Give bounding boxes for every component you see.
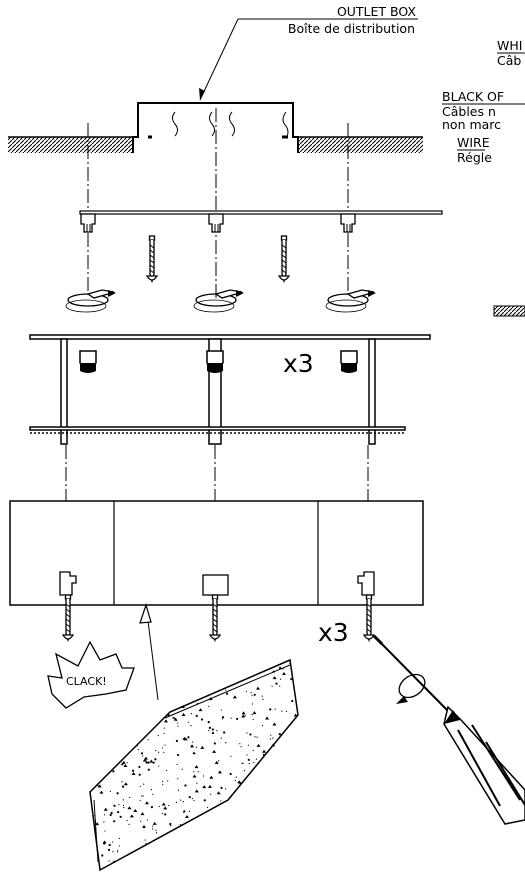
mounting-bar — [79, 210, 443, 233]
canopy-top-plate — [29, 334, 431, 340]
canopy-bottom-plate — [29, 426, 406, 434]
black-wire-label: BLACK OF Câbles n non marc — [442, 89, 525, 132]
cap-nuts — [79, 350, 358, 374]
white-wire-label-en: WHI — [497, 38, 522, 53]
rotate-arrow-icon — [65, 289, 116, 313]
lens-panel — [89, 658, 299, 872]
clip-right — [357, 571, 375, 641]
rotate-arrow-icon — [396, 673, 426, 704]
white-wire-label-fr: Câb — [497, 53, 521, 68]
screwdriver-icon — [372, 634, 525, 825]
clip-center — [202, 574, 229, 641]
clack-text: CLACK! — [66, 675, 107, 688]
black-wire-label-fr1: Câbles n — [442, 104, 496, 119]
lens-speckles — [94, 662, 298, 865]
quantity-low: x3 — [318, 618, 349, 647]
ceiling — [8, 136, 423, 153]
quantity-mid: x3 — [283, 349, 314, 378]
outlet-box — [132, 102, 299, 153]
outlet-box-label-en: OUTLET BOX — [337, 4, 416, 19]
ceiling-fragment-right — [493, 305, 525, 317]
rotate-arrow-icon — [193, 289, 244, 313]
arrow-up-icon — [139, 602, 159, 701]
clip-left — [59, 571, 77, 641]
clack-burst: CLACK! — [47, 640, 135, 709]
white-wire-label: WHI Câb — [497, 38, 525, 68]
wire-label-fr: Régle — [457, 150, 492, 165]
black-wire-label-fr2: non marc — [442, 117, 501, 132]
rotate-arrow-icon — [325, 289, 376, 313]
black-wire-label-en: BLACK OF — [442, 89, 504, 104]
screw-icon — [278, 235, 290, 282]
wire-label: WIRE Régle — [457, 135, 492, 165]
wire-label-en: WIRE — [457, 135, 490, 150]
screw-icon — [146, 235, 158, 282]
outlet-box-label-fr: Boîte de distribution — [288, 21, 415, 36]
outlet-box-label: OUTLET BOX Boîte de distribution — [199, 4, 418, 101]
